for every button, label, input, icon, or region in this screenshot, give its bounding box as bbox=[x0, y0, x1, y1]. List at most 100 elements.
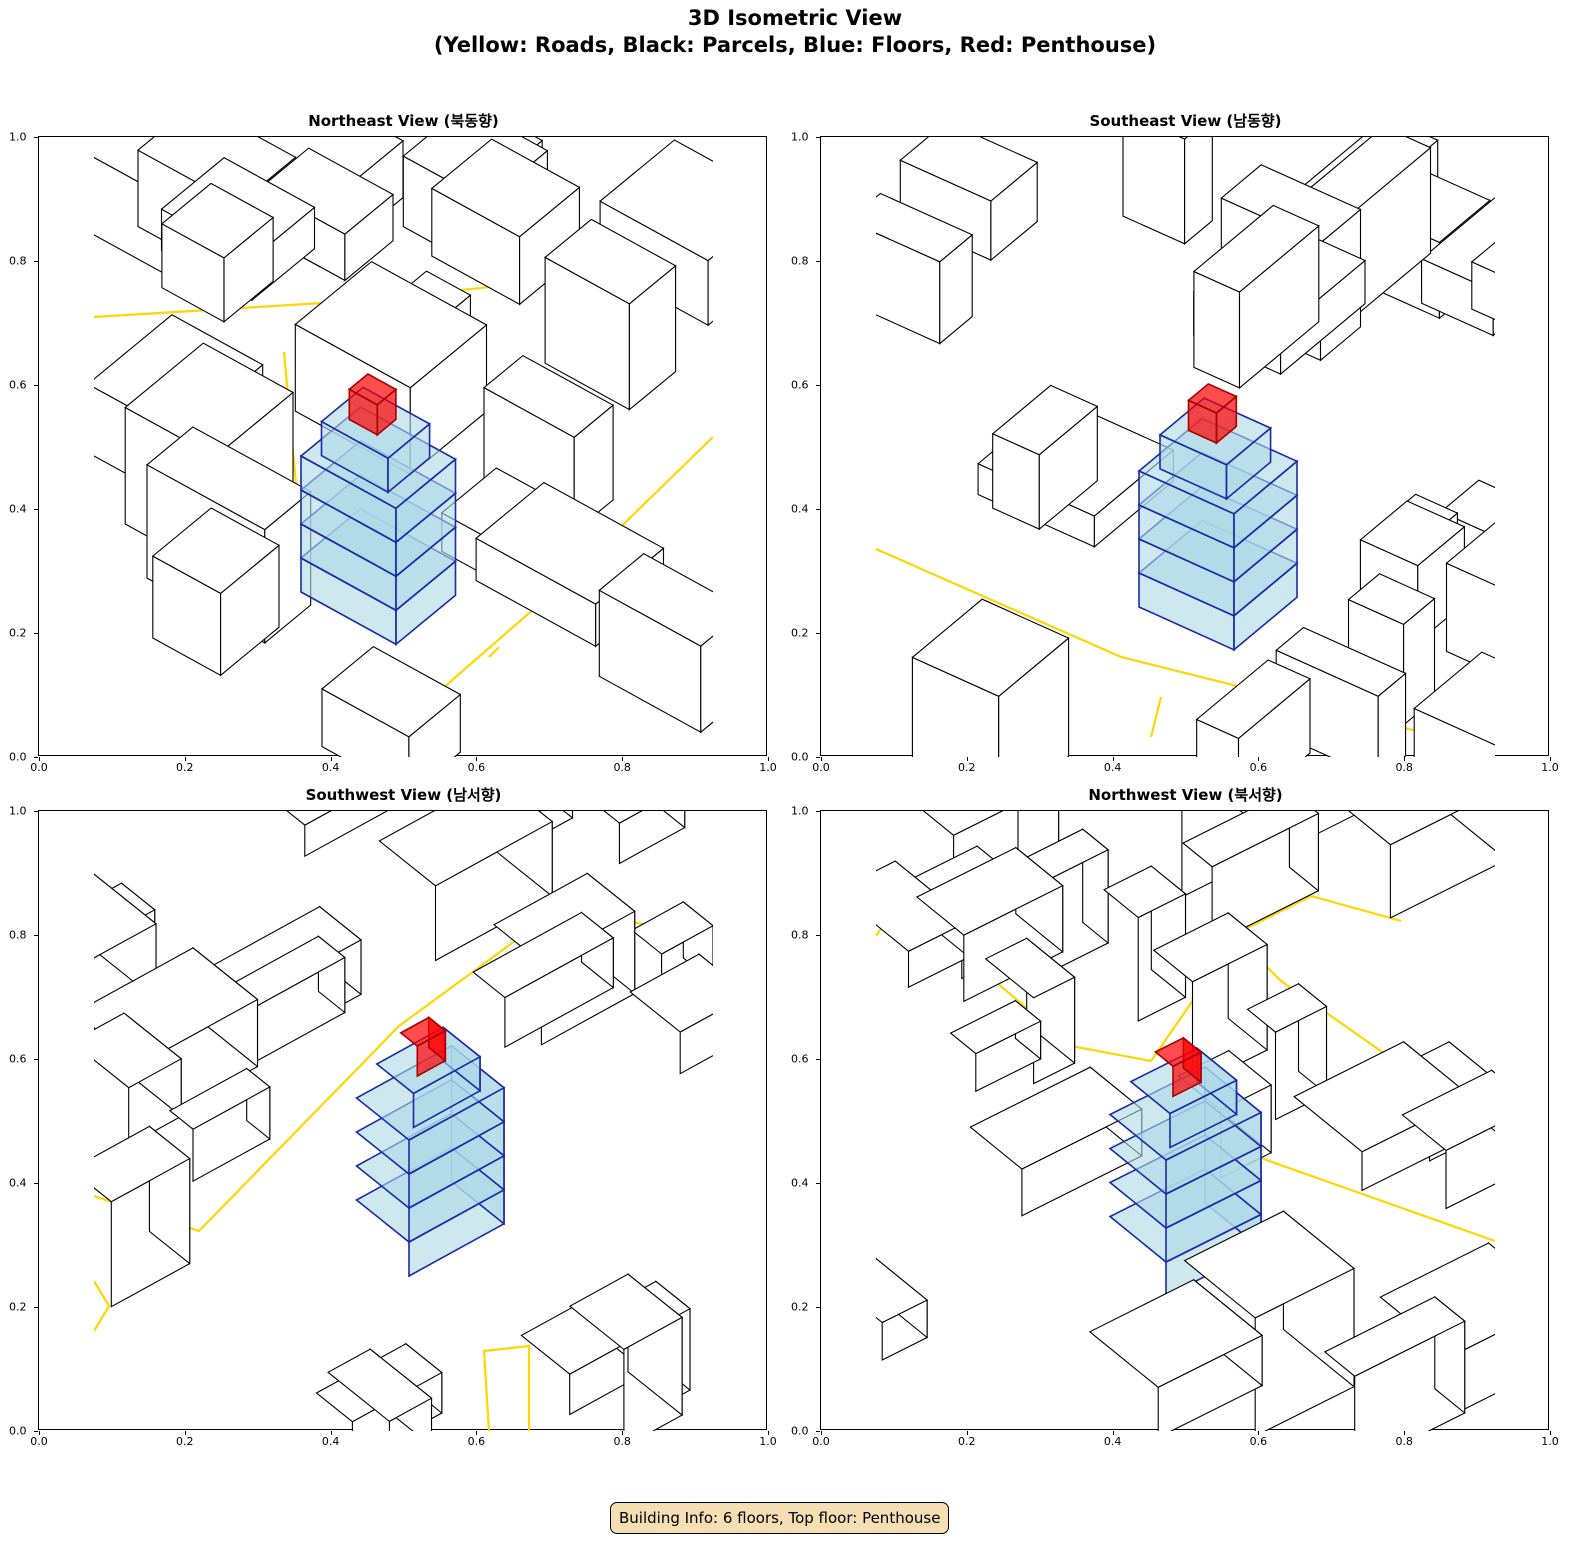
x-tick bbox=[1258, 757, 1260, 761]
parcel-building bbox=[1122, 137, 1213, 245]
parcel-building-face bbox=[472, 911, 615, 999]
x-tick bbox=[184, 1431, 186, 1435]
y-tick-label: 0.2 bbox=[791, 1300, 809, 1314]
y-tick-label: 0.0 bbox=[791, 1424, 809, 1438]
parcel-building-face bbox=[94, 1012, 183, 1089]
penthouse-block bbox=[1153, 1036, 1203, 1098]
parcel-building-face bbox=[168, 1067, 271, 1130]
parcel-building-face bbox=[1347, 573, 1436, 626]
y-tick-label: 0.6 bbox=[791, 1052, 809, 1066]
parcel-building bbox=[94, 1125, 191, 1308]
y-tick bbox=[816, 935, 820, 936]
parcel-building-face bbox=[876, 192, 974, 263]
parcel-building bbox=[1152, 911, 1269, 1089]
parcel-building bbox=[1348, 811, 1495, 919]
parcel-building-face bbox=[598, 553, 713, 647]
parcel-building-face bbox=[984, 937, 1076, 999]
parcel-building bbox=[94, 1011, 183, 1147]
penthouse-block bbox=[399, 1015, 447, 1078]
x-tick-label: 1.0 bbox=[759, 761, 777, 774]
parcel-building-face bbox=[1088, 1279, 1264, 1388]
parcel-building-face bbox=[1181, 811, 1320, 868]
x-tick bbox=[39, 757, 40, 761]
x-tick-label: 0.0 bbox=[30, 1435, 48, 1448]
parcel-building bbox=[1183, 1210, 1356, 1431]
parcel-building bbox=[1323, 1295, 1466, 1431]
parcel-building bbox=[544, 218, 677, 411]
y-tick-label: 1.0 bbox=[791, 804, 809, 818]
parcel-building bbox=[378, 811, 554, 962]
x-tick bbox=[622, 757, 624, 761]
parcel-building bbox=[1401, 1069, 1495, 1210]
road-line bbox=[482, 1344, 531, 1431]
y-tick-label: 0.2 bbox=[9, 1300, 27, 1314]
y-tick bbox=[34, 261, 38, 262]
parcel-building bbox=[168, 1067, 271, 1183]
x-tick-label: 0.0 bbox=[812, 1435, 830, 1448]
parcel-building-face bbox=[899, 137, 1039, 202]
scene bbox=[94, 811, 713, 1431]
scene-canvas bbox=[94, 811, 713, 1431]
y-tick-label: 0.6 bbox=[9, 1052, 27, 1066]
parcel-building-face bbox=[259, 147, 394, 235]
penthouse-block bbox=[347, 373, 398, 437]
y-tick bbox=[816, 1307, 820, 1308]
parcel-building bbox=[1413, 651, 1550, 757]
x-tick-label: 0.4 bbox=[321, 1435, 340, 1448]
x-tick bbox=[1404, 757, 1406, 761]
x-tick-label: 0.4 bbox=[1103, 1435, 1122, 1448]
y-tick bbox=[34, 137, 38, 138]
x-tick-label: 0.8 bbox=[1395, 761, 1413, 774]
parcel-building-face bbox=[1492, 288, 1495, 337]
x-tick bbox=[1112, 757, 1114, 761]
penthouse-block-face bbox=[347, 373, 398, 406]
parcel-building-face bbox=[1519, 699, 1550, 757]
scene-canvas bbox=[94, 137, 713, 757]
y-tick bbox=[34, 1059, 38, 1060]
parcel-building-face bbox=[618, 811, 686, 865]
y-tick-label: 0.2 bbox=[9, 626, 27, 640]
parcel-building bbox=[286, 811, 389, 858]
road-line bbox=[94, 1280, 111, 1332]
x-tick bbox=[966, 757, 968, 761]
parcel-building-face bbox=[599, 139, 713, 262]
parcel-building bbox=[321, 645, 462, 757]
parcel-building-face bbox=[1445, 522, 1495, 586]
y-tick-label: 1.0 bbox=[9, 130, 27, 144]
x-tick-label: 0.2 bbox=[176, 761, 194, 774]
parcel-building-face bbox=[1195, 659, 1312, 740]
parcel-building-face bbox=[629, 953, 713, 1033]
parcel-building-face bbox=[1445, 811, 1495, 852]
parcel-building bbox=[1192, 204, 1320, 390]
parcel-building-face bbox=[991, 384, 1099, 456]
x-tick bbox=[1404, 1431, 1406, 1435]
parcel-building-face bbox=[922, 811, 1004, 836]
scene bbox=[876, 811, 1495, 1431]
penthouse-block-face bbox=[1187, 382, 1238, 414]
y-tick-label: 0.8 bbox=[791, 928, 809, 942]
building-info-box: Building Info: 6 floors, Top floor: Pent… bbox=[610, 1502, 950, 1534]
y-tick bbox=[34, 1431, 38, 1432]
parcel-building bbox=[1470, 241, 1495, 321]
parcel-building-face bbox=[876, 1257, 929, 1324]
y-tick bbox=[34, 811, 38, 812]
x-tick bbox=[330, 757, 332, 761]
x-tick-label: 1.0 bbox=[759, 1435, 777, 1448]
parcel-building bbox=[160, 182, 275, 323]
parcel-building-face bbox=[568, 1273, 684, 1351]
parcel-building-face bbox=[1413, 651, 1495, 746]
x-tick bbox=[768, 1431, 769, 1435]
x-tick bbox=[821, 757, 822, 761]
y-tick-label: 0.4 bbox=[9, 502, 27, 516]
y-tick bbox=[34, 509, 38, 510]
parcel-building-face bbox=[1359, 500, 1466, 567]
parcel-building-face bbox=[911, 598, 1070, 697]
parcel-building bbox=[151, 507, 280, 677]
scene-canvas bbox=[876, 811, 1495, 1431]
y-tick bbox=[816, 137, 820, 138]
parcel-building-face bbox=[1491, 1069, 1495, 1132]
